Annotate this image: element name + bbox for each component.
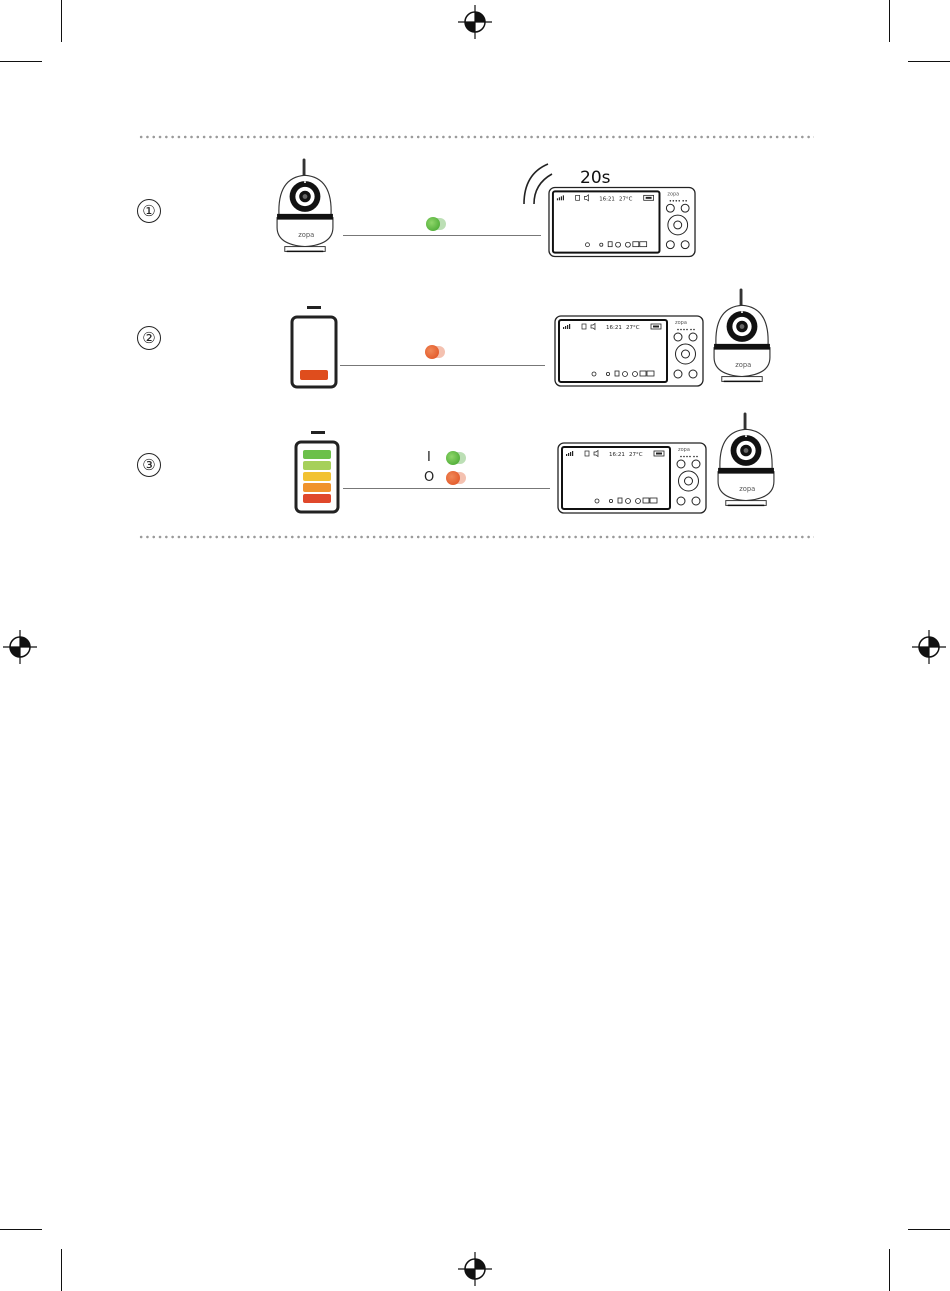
dotted-divider-top <box>138 135 814 139</box>
red-led-indicator <box>446 471 460 485</box>
monitor-temp: 27°C <box>619 196 633 202</box>
battery-level-bar <box>300 370 328 380</box>
step-number-1: ① <box>137 199 161 223</box>
battery-full-icon <box>294 430 342 514</box>
parent-monitor-icon: 16:21 27°C zopa <box>553 315 705 387</box>
step-number-3: ③ <box>137 453 161 477</box>
step-number-2: ② <box>137 326 161 350</box>
registration-mark-icon <box>458 5 492 39</box>
monitor-time: 16:21 <box>599 196 615 202</box>
crop-mark <box>0 1229 42 1230</box>
baby-camera-icon: zopa <box>710 412 782 516</box>
baby-camera-icon: zopa <box>270 158 340 262</box>
connection-line <box>343 488 550 489</box>
monitor-time: 16:21 <box>606 325 622 331</box>
parent-monitor-icon: 16:21 27°C zopa <box>556 442 708 514</box>
camera-brand: zopa <box>739 485 755 493</box>
crop-mark <box>908 1229 950 1230</box>
monitor-temp: 27°C <box>626 325 640 331</box>
dotted-divider-bottom <box>138 535 814 539</box>
camera-brand: zopa <box>735 361 751 369</box>
power-on-symbol: I <box>427 451 431 464</box>
registration-mark-icon <box>912 630 946 664</box>
power-off-symbol: O <box>424 471 434 484</box>
monitor-temp: 27°C <box>629 452 643 458</box>
monitor-brand: zopa <box>667 191 679 197</box>
connection-line <box>340 365 545 366</box>
registration-mark-icon <box>3 630 37 664</box>
registration-mark-icon <box>458 1252 492 1286</box>
crop-mark <box>61 1249 62 1291</box>
crop-mark <box>0 61 42 62</box>
crop-mark <box>889 0 890 42</box>
crop-mark <box>61 0 62 42</box>
timer-label: 20s <box>580 168 611 188</box>
connection-line <box>343 235 541 236</box>
green-led-indicator <box>446 451 460 465</box>
monitor-brand: zopa <box>678 447 690 453</box>
baby-camera-icon: zopa <box>706 288 778 392</box>
camera-brand: zopa <box>298 231 314 239</box>
crop-mark <box>908 61 950 62</box>
green-led-indicator <box>426 217 440 231</box>
monitor-brand: zopa <box>675 320 687 326</box>
crop-mark <box>889 1249 890 1291</box>
parent-monitor-icon: 16:21 27°C zopa <box>548 186 696 258</box>
battery-low-icon <box>290 305 338 389</box>
monitor-time: 16:21 <box>609 452 625 458</box>
red-led-indicator <box>425 345 439 359</box>
